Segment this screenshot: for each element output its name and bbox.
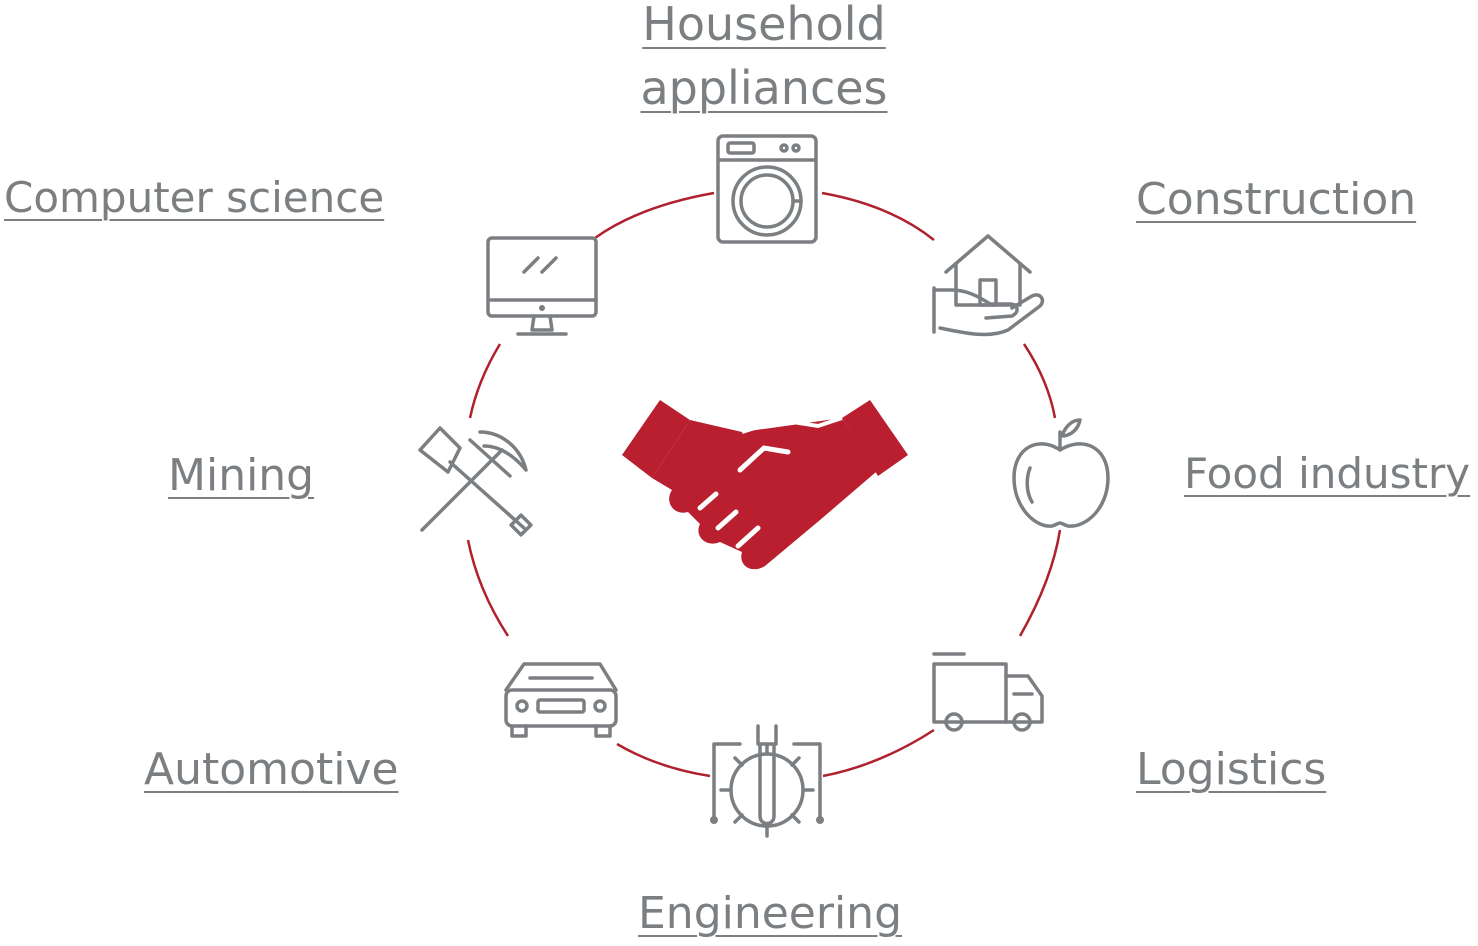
label-household-appliances[interactable]: Household appliances	[636, 0, 892, 121]
handshake-icon	[622, 400, 908, 570]
monitor-icon	[486, 236, 598, 336]
household-line-1: Household	[642, 0, 886, 51]
washing-machine-icon	[716, 134, 818, 244]
wrench-gear-icon	[710, 724, 824, 838]
label-food-industry[interactable]: Food industry	[1184, 444, 1470, 505]
label-automotive[interactable]: Automotive	[144, 738, 399, 802]
food-text: Food industry	[1184, 449, 1471, 498]
truck-icon	[932, 652, 1044, 732]
label-construction[interactable]: Construction	[1136, 168, 1416, 232]
label-engineering[interactable]: Engineering	[638, 882, 902, 946]
car-icon	[504, 662, 618, 738]
connection-ring	[466, 191, 1062, 778]
label-mining[interactable]: Mining	[168, 444, 314, 508]
apple-icon	[1012, 418, 1110, 528]
automotive-text: Automotive	[144, 744, 399, 795]
logistics-text: Logistics	[1136, 744, 1327, 795]
label-computer-science[interactable]: Computer science	[4, 168, 384, 229]
mining-text: Mining	[168, 450, 315, 501]
engineering-text: Engineering	[638, 888, 902, 939]
household-line-2: appliances	[640, 61, 888, 116]
shovel-pickaxe-icon	[418, 426, 533, 537]
computer-text: Computer science	[4, 173, 385, 222]
house-in-hand-icon	[932, 234, 1045, 337]
construction-text: Construction	[1136, 174, 1417, 225]
label-logistics[interactable]: Logistics	[1136, 738, 1326, 802]
